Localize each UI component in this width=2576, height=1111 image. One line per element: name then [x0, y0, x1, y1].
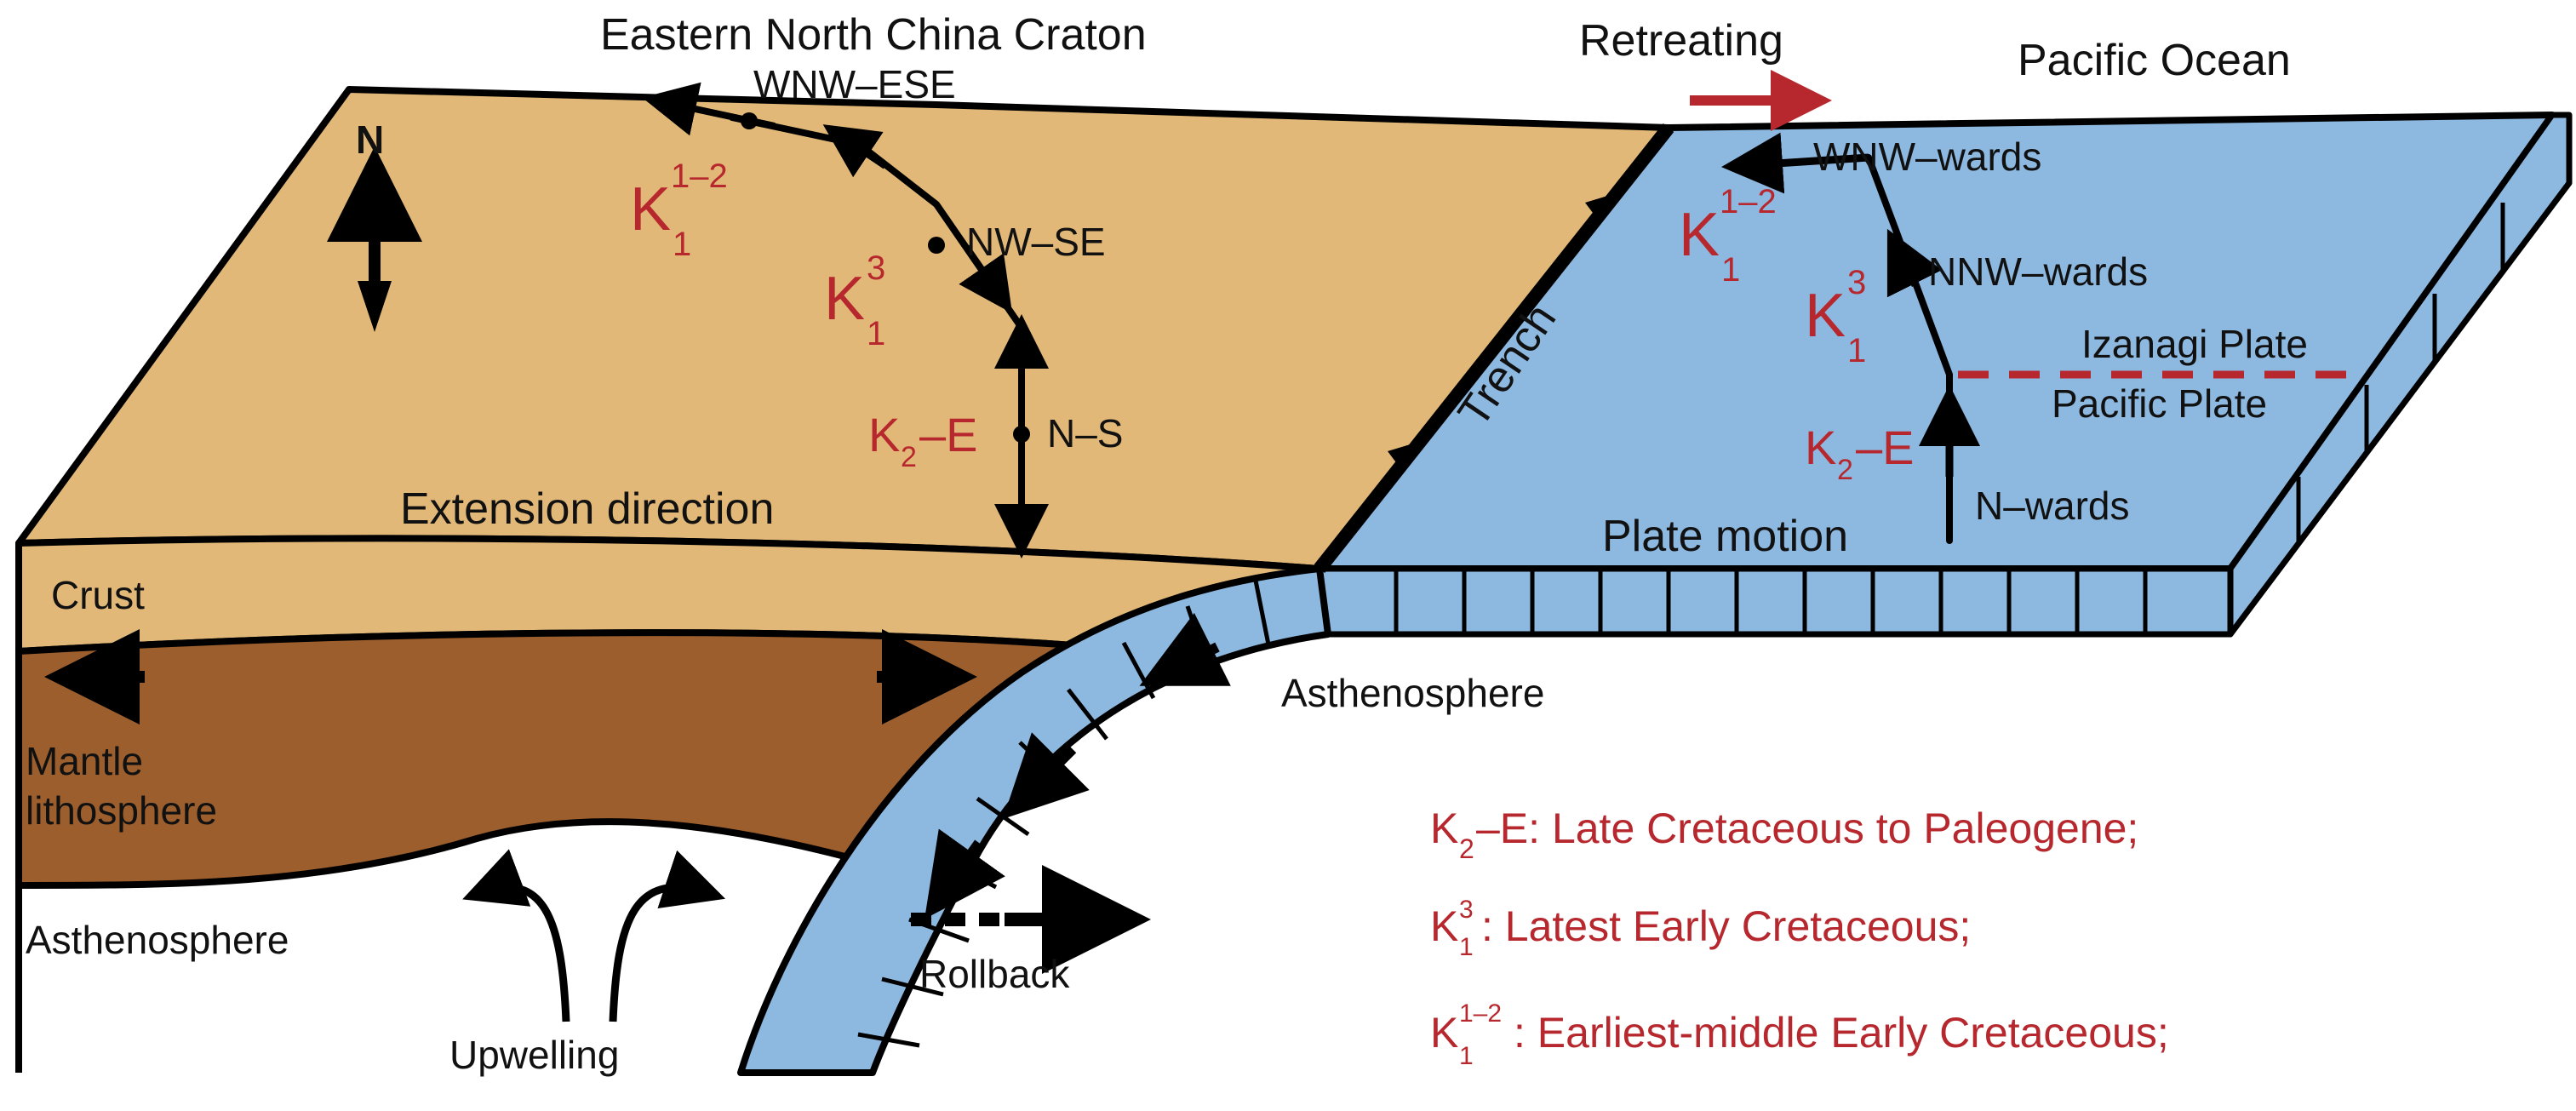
- crust-label: Crust: [51, 573, 145, 617]
- svg-text:: Latest Early Cretaceous;: : Latest Early Cretaceous;: [1481, 902, 1971, 950]
- svg-text:K: K: [1679, 201, 1720, 269]
- asthenosphere-right-label: Asthenosphere: [1281, 671, 1544, 715]
- upwelling-label: Upwelling: [449, 1033, 619, 1077]
- extension-direction-label: Extension direction: [400, 484, 774, 534]
- craton-label: Eastern North China Craton: [600, 10, 1147, 60]
- izanagi-plate-label: Izanagi Plate: [2081, 322, 2308, 366]
- svg-text:1: 1: [673, 226, 691, 263]
- svg-text:1: 1: [1721, 251, 1740, 289]
- svg-text:K: K: [1805, 421, 1836, 474]
- legend-item-k1-12: K 1–2 1 : Earliest-middle Early Cretaceo…: [1430, 999, 2169, 1070]
- svg-text:1: 1: [1459, 933, 1474, 961]
- nnw-wards-label: NNW–wards: [1928, 249, 2148, 294]
- pacific-ocean-label: Pacific Ocean: [2018, 36, 2291, 85]
- svg-text:–E: Late Cretaceous to Paleoge: –E: Late Cretaceous to Paleogene;: [1476, 805, 2138, 852]
- svg-text:K: K: [868, 408, 900, 461]
- svg-text:3: 3: [1847, 264, 1866, 301]
- lithosphere-label: lithosphere: [26, 788, 217, 833]
- slab-motion-arrows: [924, 612, 1231, 919]
- svg-text:1–2: 1–2: [1720, 183, 1777, 220]
- north-arrow: [327, 146, 422, 332]
- rollback-label: Rollback: [919, 952, 1070, 996]
- retreating-label: Retreating: [1579, 16, 1783, 66]
- north-label: N: [356, 117, 384, 162]
- plate-motion-path: [1721, 132, 2358, 544]
- svg-text:3: 3: [1459, 896, 1474, 924]
- svg-text:K: K: [1430, 902, 1458, 950]
- svg-text:: Earliest-middle Early Cretac: : Earliest-middle Early Cretaceous;: [1514, 1009, 2169, 1057]
- period-k2e-right: K 2 –E: [1805, 421, 1915, 486]
- oceanic-plate-front: [1316, 565, 2234, 638]
- asthenosphere-left-label: Asthenosphere: [26, 918, 289, 962]
- trench-line: [1314, 123, 1674, 573]
- svg-text:–E: –E: [919, 408, 978, 461]
- svg-text:3: 3: [867, 249, 885, 287]
- n-wards-label: N–wards: [1975, 484, 2130, 528]
- mantle-label: Mantle: [26, 739, 143, 783]
- period-k1-12-left: K 1–2 1: [630, 157, 728, 263]
- svg-text:1: 1: [867, 315, 885, 352]
- oceanic-plate-side: [2227, 112, 2573, 638]
- period-k1-12-right: K 1–2 1: [1679, 183, 1777, 289]
- upwelling-arrows: [462, 849, 726, 1022]
- extension-direction-path: [642, 82, 1049, 558]
- subducting-slab: [737, 565, 1331, 1076]
- svg-text:2: 2: [1837, 454, 1853, 486]
- svg-text:1: 1: [1459, 1042, 1474, 1070]
- svg-text:K: K: [824, 265, 865, 333]
- legend: K 2 –E: Late Cretaceous to Paleogene; K …: [1430, 805, 2169, 1070]
- wnw-wards-label: WNW–wards: [1813, 135, 2041, 179]
- period-k1-3-right: K 3 1: [1805, 264, 1866, 369]
- svg-text:K: K: [1430, 1009, 1458, 1057]
- plate-motion-label: Plate motion: [1602, 512, 1848, 561]
- svg-text:K: K: [630, 175, 671, 243]
- nw-se-label: NW–SE: [966, 220, 1106, 264]
- svg-text:–E: –E: [1856, 421, 1915, 474]
- legend-item-k2e: K 2 –E: Late Cretaceous to Paleogene;: [1430, 805, 2138, 864]
- svg-text:1–2: 1–2: [671, 157, 728, 195]
- n-s-label: N–S: [1047, 411, 1123, 455]
- svg-text:1–2: 1–2: [1459, 999, 1502, 1028]
- svg-text:1: 1: [1847, 332, 1866, 369]
- legend-item-k1-3: K 3 1 : Latest Early Cretaceous;: [1430, 896, 1971, 961]
- svg-text:2: 2: [1459, 833, 1474, 864]
- period-k1-3-left: K 3 1: [824, 249, 885, 352]
- svg-text:K: K: [1430, 805, 1458, 852]
- svg-text:K: K: [1805, 282, 1846, 350]
- wnw-ese-label: WNW–ESE: [753, 62, 956, 106]
- svg-text:2: 2: [901, 441, 917, 473]
- period-k2e-left: K 2 –E: [868, 408, 978, 473]
- pacific-plate-label: Pacific Plate: [2052, 381, 2267, 426]
